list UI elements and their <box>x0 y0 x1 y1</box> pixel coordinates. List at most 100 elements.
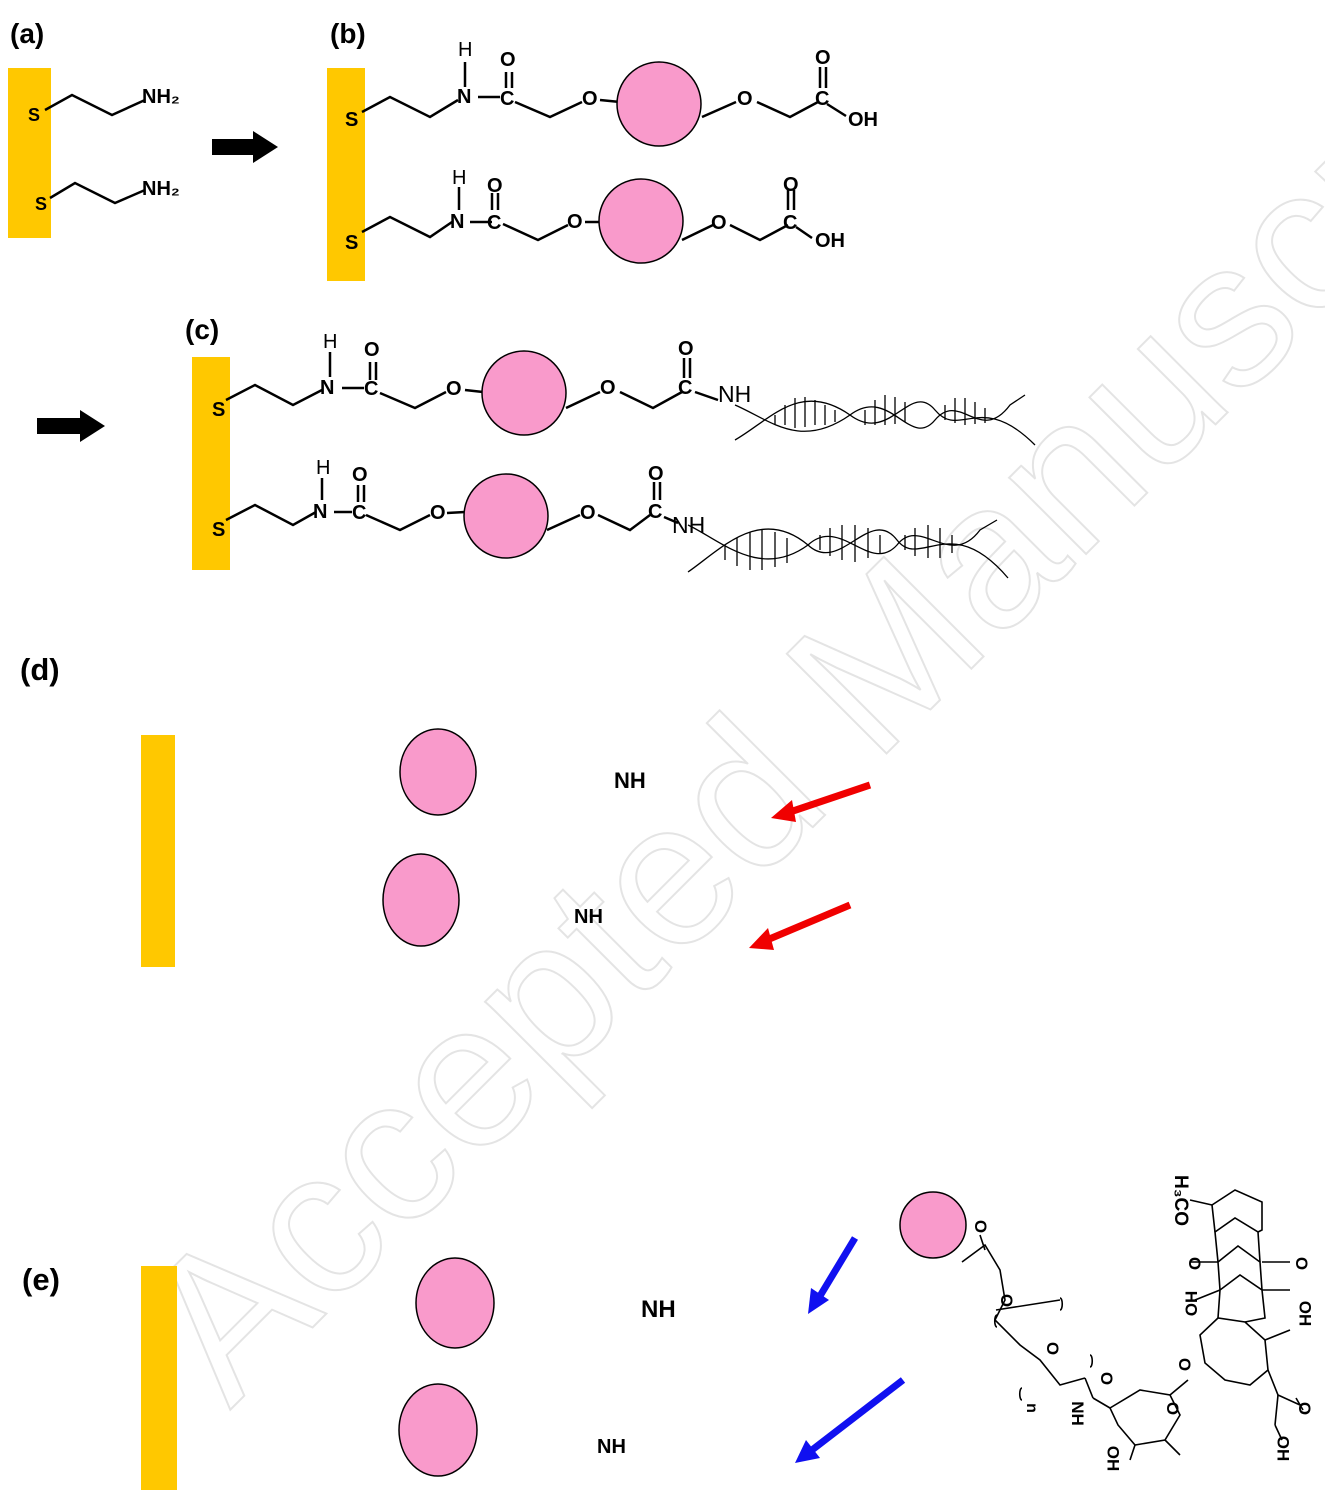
oxygen-atom: O <box>1097 1371 1117 1386</box>
amide-nh: NH <box>1067 1401 1087 1426</box>
oxygen-atom: O <box>446 378 462 400</box>
sulfur-atom: S <box>212 399 226 421</box>
oxygen-atom: O <box>678 338 694 360</box>
carbon-atom: C <box>678 377 693 399</box>
amide-nh: NH <box>641 1296 676 1323</box>
linker-chain-c1 <box>225 352 719 410</box>
oxygen-atom: O <box>1295 1401 1315 1416</box>
oxygen-atom: O <box>1185 1256 1205 1271</box>
linker-chain-b1 <box>361 62 847 119</box>
nitrogen-atom: N <box>313 501 328 523</box>
thiol-chain-a2 <box>49 181 146 205</box>
oxygen-atom: O <box>783 174 799 196</box>
dna-double-helix-icon <box>734 394 1036 446</box>
down-left-arrow-icon <box>809 1377 906 1453</box>
oxygen-atom: O <box>580 502 596 524</box>
carbon-atom: C <box>783 212 798 234</box>
nitrogen-atom: N <box>450 211 465 233</box>
polymer-particle-c1 <box>481 350 567 436</box>
gold-surface-b <box>327 68 365 281</box>
oxygen-atom: O <box>600 377 616 399</box>
hydroxyl-group: OH <box>1103 1445 1123 1472</box>
oxygen-atom: O <box>711 212 727 234</box>
amide-nh: NH <box>718 381 752 407</box>
hydrogen-atom: H <box>323 331 338 353</box>
gold-surface-c <box>192 357 230 570</box>
red-arrow-head-2 <box>749 928 774 950</box>
oxygen-atom: O <box>352 464 368 486</box>
hydroxyl-group: OH <box>1273 1435 1293 1462</box>
carbon-atom: C <box>364 378 379 400</box>
oxygen-atom: O <box>997 1293 1017 1308</box>
polymer-particle-e2 <box>398 1383 478 1477</box>
polymer-particle-c2 <box>463 473 549 559</box>
sulfur-atom: S <box>28 105 41 125</box>
carbon-atom: C <box>648 501 663 523</box>
hydroxyl-group: OH <box>1295 1300 1315 1327</box>
hydrogen-atom: H <box>452 167 467 189</box>
sulfur-atom: S <box>212 519 226 541</box>
polymer-particle-e1 <box>415 1257 495 1349</box>
down-left-arrow-icon <box>788 781 872 816</box>
amine-group: NH₂ <box>142 86 180 108</box>
oxygen-atom: O <box>1163 1401 1183 1416</box>
oxygen-atom: O <box>487 175 503 197</box>
oxygen-atom: O <box>737 88 753 110</box>
dna-double-helix-icon <box>687 519 1009 579</box>
nitrogen-atom: N <box>457 86 472 108</box>
hydroxyl-group: OH <box>848 109 878 131</box>
amide-nh: NH <box>614 768 646 793</box>
polymer-particle-b2 <box>598 178 684 264</box>
carbon-atom: C <box>352 502 367 524</box>
right-arrow-icon <box>212 131 278 163</box>
polymer-particle-b1 <box>616 61 702 147</box>
oxygen-atom: O <box>971 1219 991 1234</box>
methoxy-group: H₃CO <box>1170 1175 1191 1227</box>
linker-chain-c2 <box>225 478 679 532</box>
blue-arrow-head-1 <box>808 1288 829 1314</box>
thiol-chain-a1 <box>44 93 146 117</box>
hydroxyl-group: OH <box>815 230 845 252</box>
oxygen-atom: O <box>582 88 598 110</box>
amide-nh: NH <box>597 1436 626 1458</box>
sulfur-atom: S <box>345 232 359 254</box>
carbon-atom: C <box>487 212 502 234</box>
nitrogen-atom: N <box>320 377 335 399</box>
oxygen-atom: O <box>1175 1357 1195 1372</box>
oxygen-atom: O <box>430 502 446 524</box>
panel-label-e: (e) <box>22 1262 60 1297</box>
polymer-repeat-n: n <box>1022 1403 1040 1413</box>
oxygen-atom: O <box>364 339 380 361</box>
down-left-arrow-icon <box>817 1236 858 1298</box>
amide-nh: NH <box>672 512 706 538</box>
panel-label-d: (d) <box>20 652 60 687</box>
panel-label-b: (b) <box>330 18 366 49</box>
amide-nh: NH <box>574 906 603 928</box>
carbon-atom: C <box>815 88 830 110</box>
hydrogen-atom: H <box>458 39 473 61</box>
doxorubicin-conjugate <box>961 1189 1304 1461</box>
oxygen-atom: O <box>1043 1341 1063 1356</box>
sulfur-atom: S <box>35 194 48 214</box>
hydroxyl-group: HO <box>1181 1290 1201 1317</box>
oxygen-atom: O <box>648 463 664 485</box>
sulfur-atom: S <box>345 109 359 131</box>
oxygen-atom: O <box>500 49 516 71</box>
panel-label-a: (a) <box>10 18 45 49</box>
oxygen-atom: O <box>567 211 583 233</box>
right-arrow-icon <box>37 410 105 442</box>
oxygen-atom: O <box>815 47 831 69</box>
blue-arrow-head-2 <box>795 1440 820 1463</box>
oxygen-atom: O <box>1292 1256 1312 1271</box>
hydrogen-atom: H <box>316 457 331 479</box>
gold-surface-e <box>141 1266 177 1490</box>
polymer-particle-e3 <box>899 1191 967 1259</box>
carbon-atom: C <box>500 88 515 110</box>
gold-surface-d <box>141 735 175 967</box>
polymer-particle-d1 <box>399 728 477 816</box>
down-left-arrow-icon <box>765 901 852 944</box>
red-arrow-head-1 <box>771 800 796 822</box>
polymer-particle-d2 <box>382 853 460 947</box>
panel-label-c: (c) <box>185 314 220 345</box>
